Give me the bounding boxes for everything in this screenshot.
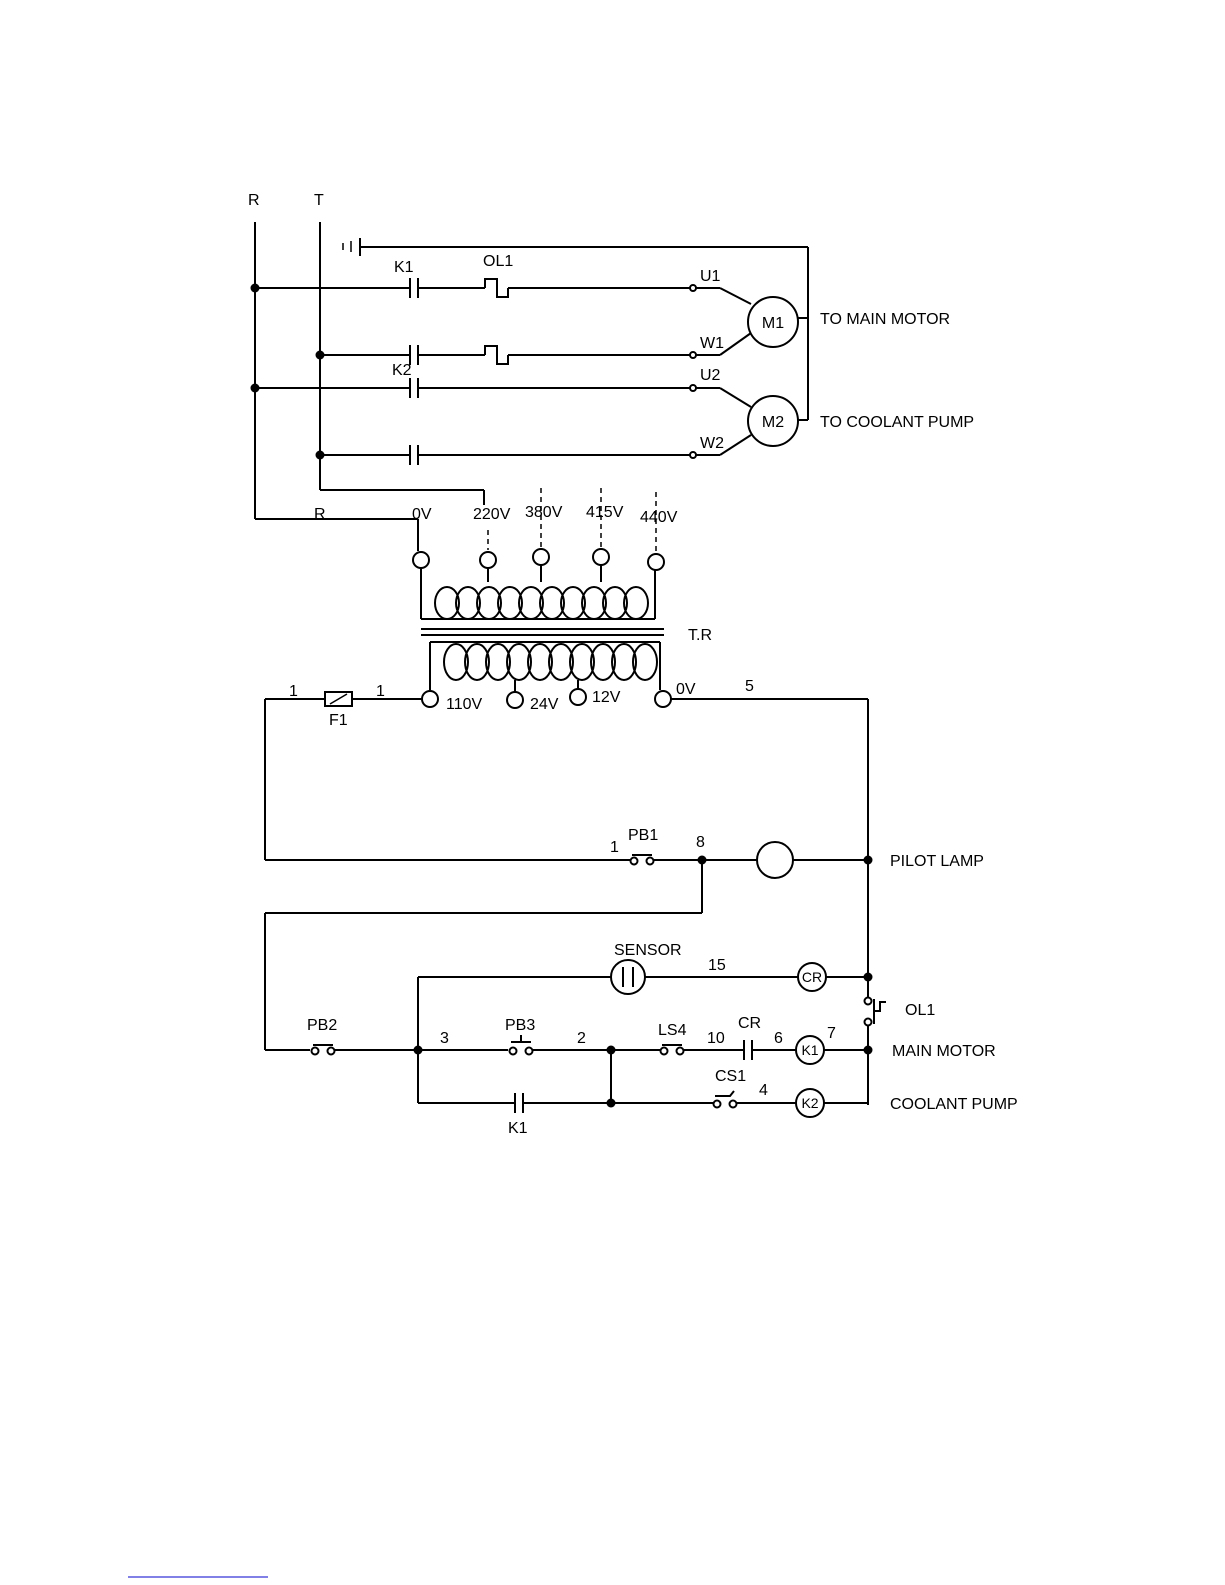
label-wire-1b: 1 <box>376 683 385 700</box>
label-k1-contact: K1 <box>508 1120 528 1137</box>
label-k1-coil: K1 <box>801 1042 818 1058</box>
label-pilot-lamp: PILOT LAMP <box>890 853 984 870</box>
label-m2: M2 <box>762 414 784 431</box>
label-transformer-r: R <box>314 506 326 523</box>
bus-label-t: T <box>314 192 324 209</box>
label-sec-0v: 0V <box>676 681 696 698</box>
wire <box>720 435 751 455</box>
terminal-w1 <box>690 352 696 358</box>
label-main-motor: MAIN MOTOR <box>892 1043 996 1060</box>
label-wire-2: 2 <box>577 1030 586 1047</box>
label-f1: F1 <box>329 712 348 729</box>
label-tap-415v: 415V <box>586 504 624 521</box>
label-wire-8: 8 <box>696 834 705 851</box>
sec-terminal-0v <box>655 691 671 707</box>
ol1-overload-icon <box>485 279 508 297</box>
label-wire-1a: 1 <box>289 683 298 700</box>
ol1-contact-icon <box>865 998 887 1026</box>
tap-terminal-220v <box>480 552 496 568</box>
label-wire-7: 7 <box>827 1025 836 1042</box>
sec-terminal-24v <box>507 692 523 708</box>
label-wire-15: 15 <box>708 957 726 974</box>
wire <box>720 333 751 355</box>
label-ol1: OL1 <box>483 253 513 270</box>
label-tap-440v: 440V <box>640 509 678 526</box>
label-transformer: T.R <box>688 627 712 644</box>
terminal-u1 <box>690 285 696 291</box>
label-w1: W1 <box>700 335 724 352</box>
pilot-lamp-icon <box>757 842 793 878</box>
sec-terminal-110v <box>422 691 438 707</box>
cs1-switch-icon <box>714 1091 737 1108</box>
terminal-w2 <box>690 452 696 458</box>
pb3-pushbutton-icon <box>510 1035 533 1055</box>
sec-terminal-12v <box>570 689 586 705</box>
label-sec-24v: 24V <box>530 696 559 713</box>
label-wire-6: 6 <box>774 1030 783 1047</box>
terminal-u2 <box>690 385 696 391</box>
sensor-icon <box>611 960 645 994</box>
label-tap-0v: 0V <box>412 506 432 523</box>
label-m1: M1 <box>762 315 784 332</box>
tap-terminal-380v <box>533 549 549 565</box>
label-cr-contact: CR <box>738 1015 761 1032</box>
transformer-core-icon <box>421 629 664 635</box>
tap-terminal-440v <box>648 554 664 570</box>
label-wire-5: 5 <box>745 678 754 695</box>
label-to-main-motor: TO MAIN MOTOR <box>820 311 950 328</box>
label-wire-3: 3 <box>440 1030 449 1047</box>
label-sec-12v: 12V <box>592 689 621 706</box>
ol1-overload-icon <box>485 346 508 364</box>
label-pb3: PB3 <box>505 1017 535 1034</box>
label-pb2: PB2 <box>307 1017 337 1034</box>
ground-icon <box>343 238 360 256</box>
bus-label-r: R <box>248 192 260 209</box>
label-sec-110v: 110V <box>446 696 483 713</box>
wire <box>720 288 751 304</box>
label-ls4: LS4 <box>658 1022 687 1039</box>
label-w2: W2 <box>700 435 724 452</box>
junction-cr <box>864 973 873 982</box>
label-to-coolant-pump: TO COOLANT PUMP <box>820 414 974 431</box>
label-cr-coil: CR <box>802 969 822 985</box>
label-coolant-pump: COOLANT PUMP <box>890 1096 1018 1113</box>
tap-leads <box>488 488 656 553</box>
label-k2: K2 <box>392 362 412 379</box>
label-cs1: CS1 <box>715 1068 746 1085</box>
wire <box>720 388 751 407</box>
label-pb1: PB1 <box>628 827 658 844</box>
tap-terminal-415v <box>593 549 609 565</box>
k1-contact-icon <box>410 278 418 298</box>
transformer-secondary-coil-icon <box>444 644 657 680</box>
label-tap-220v: 220V <box>473 506 511 523</box>
ls4-limit-switch-icon <box>661 1045 684 1055</box>
k2-contact-icon <box>410 378 418 398</box>
transformer-primary-coil-icon <box>435 587 648 619</box>
label-tap-380v: 380V <box>525 504 563 521</box>
tap-terminal-0v <box>413 552 429 568</box>
label-wire-4: 4 <box>759 1082 768 1099</box>
label-wire-10: 10 <box>707 1030 725 1047</box>
junction-lamp <box>864 856 873 865</box>
k1-holding-contact-icon <box>515 1093 523 1113</box>
label-u1: U1 <box>700 268 721 285</box>
label-k1: K1 <box>394 259 414 276</box>
label-wire-1c: 1 <box>610 839 619 856</box>
label-ol1-control: OL1 <box>905 1002 935 1019</box>
label-u2: U2 <box>700 367 721 384</box>
label-k2-coil: K2 <box>801 1095 818 1111</box>
k2-contact-icon <box>410 445 418 465</box>
junction-7 <box>864 1046 873 1055</box>
pb1-pushbutton-icon <box>631 855 654 865</box>
cr-contact-icon <box>744 1040 752 1060</box>
label-sensor: SENSOR <box>614 942 682 959</box>
junction-2b <box>607 1099 616 1108</box>
pb2-pushbutton-icon <box>312 1045 335 1055</box>
